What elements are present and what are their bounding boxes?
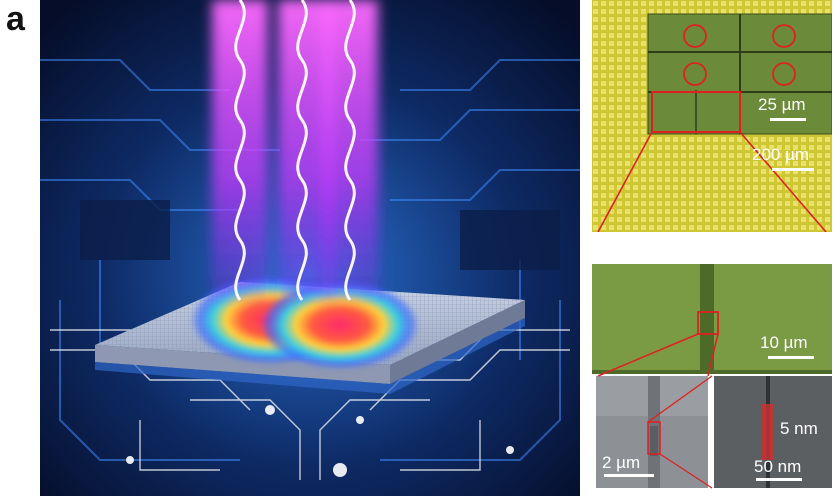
scale-bar-c-main [768,356,814,359]
panel-a-illustration [40,0,580,496]
gap-label: 5 nm [780,419,818,438]
scale-label-main: 200 µm [752,145,810,164]
scale-label-c-main: 10 µm [760,333,808,352]
sem-image-graphic [592,264,832,489]
panel-c-sem-image: 10 µm 5 nm 2 µm 50 nm [592,264,832,492]
scale-label-c-right: 50 nm [754,457,802,476]
panel-b-optical-image: 25 µm 200 µm [592,0,832,232]
scale-bar-c-left [604,474,654,477]
scale-bar-inset [770,118,806,121]
scale-bar-main [772,168,814,171]
scale-bar-c-right [756,478,802,481]
scale-label-inset: 25 µm [758,95,806,114]
optical-image-graphic [592,0,832,232]
illustration-graphic [40,0,580,496]
scale-label-c-left: 2 µm [602,453,641,472]
panel-letter-a: a [6,0,25,38]
